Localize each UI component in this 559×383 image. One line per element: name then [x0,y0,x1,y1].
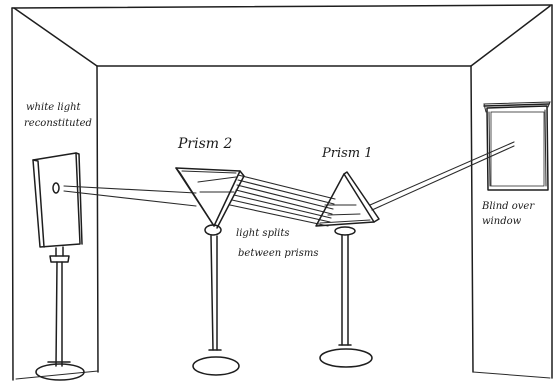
split-label-line2: between prisms [238,248,318,259]
room-outline [11,4,553,381]
split-label-line1: light splits [236,228,290,239]
prism1 [315,171,380,227]
blind-label-line2: window [482,216,522,227]
screen-stand [32,152,85,381]
window-with-blind [483,101,551,191]
blind-label-line1: Blind over [481,201,535,212]
prism2-label: Prism 2 [177,136,233,152]
white-light-label-line2: reconstituted [24,118,92,129]
prism2 [175,167,245,229]
light-rays [63,141,515,227]
prism1-label: Prism 1 [321,146,373,161]
white-light-label-line1: white light [26,102,82,113]
prism1-stand [319,226,373,368]
prism2-stand [192,224,240,376]
